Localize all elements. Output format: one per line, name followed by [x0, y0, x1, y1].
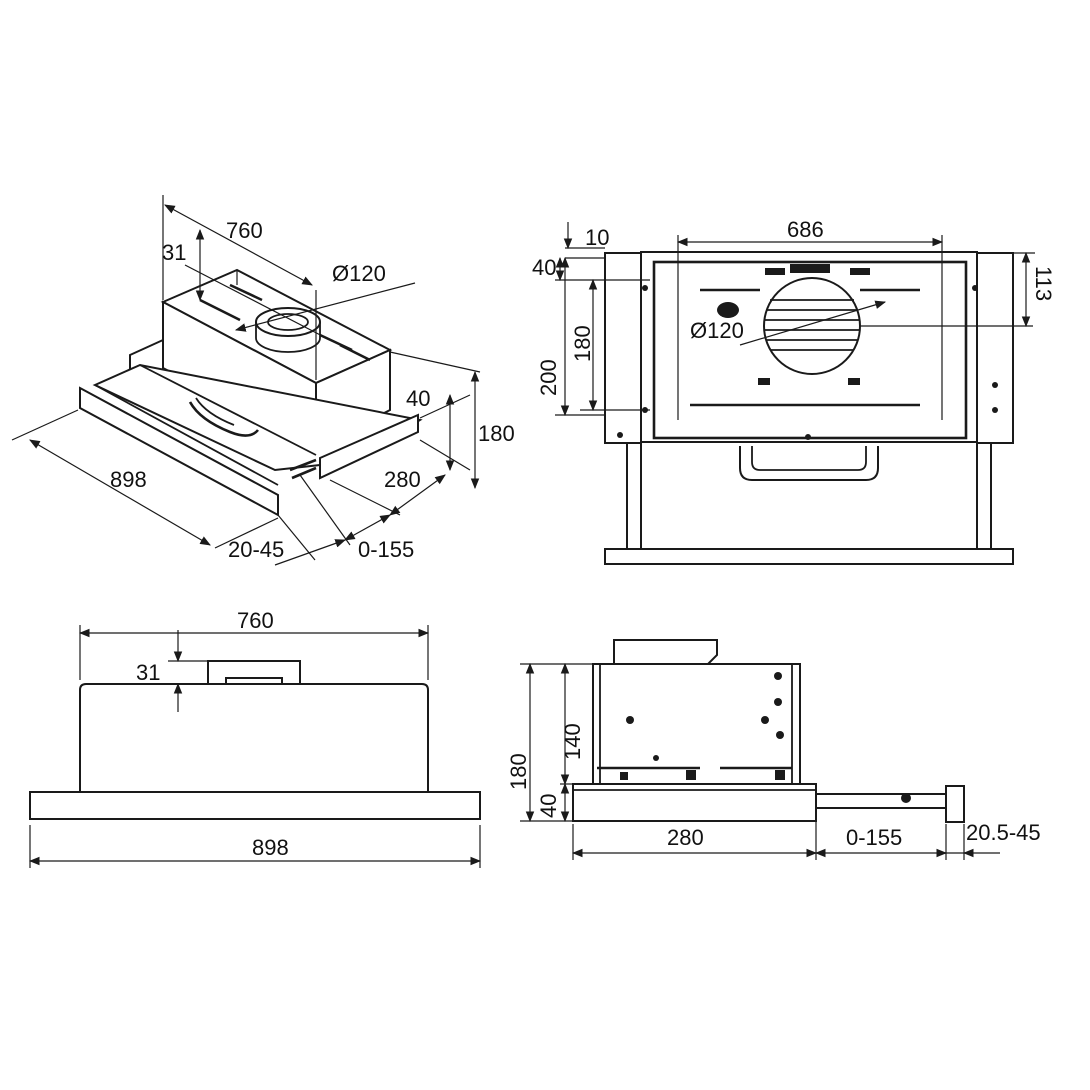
- front-top-gap-label: 10: [585, 225, 609, 250]
- front-right-bracket: [976, 252, 1014, 444]
- iso-duct-offset-label: 31: [162, 240, 186, 265]
- plan-body-width-label: 760: [237, 608, 274, 633]
- front-handle-icon: [739, 446, 879, 481]
- iso-front-height-label: 40: [406, 386, 430, 411]
- front-left-bracket: [604, 252, 642, 444]
- front-view: 686 10 40 180 200 Ø120 113: [532, 217, 1056, 565]
- front-inner-width-label: 686: [787, 217, 824, 242]
- plan-view: 760 31 898: [28, 608, 482, 868]
- side-body: [592, 663, 801, 785]
- iso-slide-travel-label: 0-155: [358, 537, 414, 562]
- side-total-height-label: 180: [506, 753, 531, 790]
- front-base-bar: [604, 548, 1014, 565]
- iso-depth-label: 280: [384, 467, 421, 492]
- iso-width-top-label: 760: [226, 218, 263, 243]
- iso-duct-diameter-label: Ø120: [332, 261, 386, 286]
- side-view: 180 140 40 280 0-155 20.5-45: [506, 639, 1041, 860]
- iso-total-height-label: 180: [478, 421, 515, 446]
- side-duct: [613, 639, 718, 665]
- plan-panel-width-label: 898: [252, 835, 289, 860]
- front-fan-opening: [763, 277, 861, 375]
- side-slide-travel-label: 0-155: [846, 825, 902, 850]
- isometric-view: 760 31 Ø120 40 180 898 280 20-45 0-155: [11, 195, 515, 566]
- front-fan-grille-icon: [765, 299, 859, 351]
- side-depth-label: 280: [667, 825, 704, 850]
- plan-body: [79, 683, 429, 793]
- front-side-height-label: 113: [1031, 266, 1056, 301]
- plan-front-panel: [29, 791, 481, 820]
- side-handle-projection-label: 20.5-45: [966, 820, 1041, 845]
- iso-handle-projection-label: 20-45: [228, 537, 284, 562]
- iso-handle-icon: [188, 401, 260, 437]
- side-base-height-label: 40: [536, 794, 561, 818]
- front-outer-height-label: 200: [536, 359, 561, 396]
- front-inner-height-label: 180: [570, 325, 595, 362]
- side-body-height-label: 140: [560, 723, 585, 760]
- iso-width-bottom-label: 898: [110, 467, 147, 492]
- side-slide-rail: [815, 793, 947, 809]
- plan-duct-offset-label: 31: [136, 660, 160, 685]
- side-handle-icon: [945, 785, 965, 823]
- front-duct-diameter-label: Ø120: [690, 318, 744, 343]
- iso-base-side: [319, 413, 419, 480]
- front-top-offset-label: 40: [532, 255, 556, 280]
